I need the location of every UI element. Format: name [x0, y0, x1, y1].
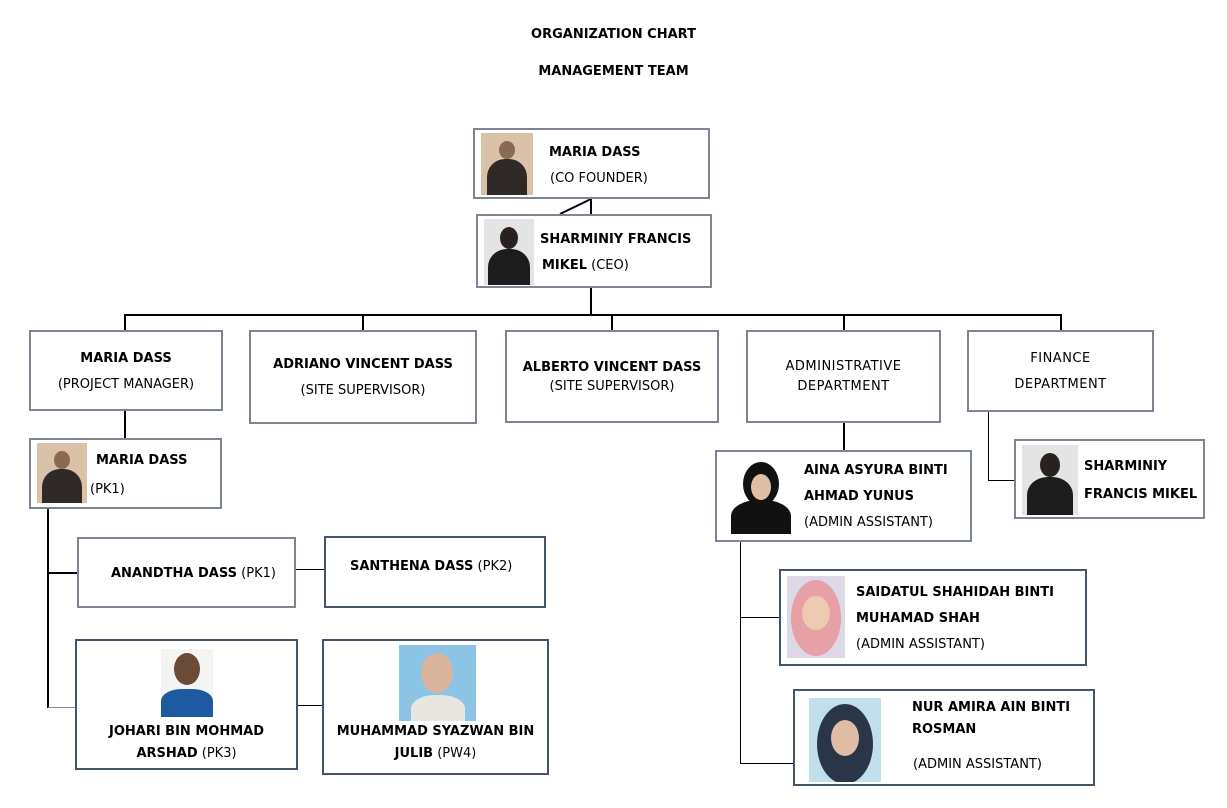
- node-co-founder[interactable]: MARIA DASS (CO FOUNDER): [473, 128, 710, 199]
- node-administrative-department[interactable]: ADMINISTRATIVE DEPARTMENT: [746, 330, 941, 423]
- node-pk1-maria[interactable]: MARIA DASS (PK1): [29, 438, 222, 509]
- node-finance-department[interactable]: FINANCE DEPARTMENT: [967, 330, 1154, 412]
- node-saidatul[interactable]: SAIDATUL SHAHIDAH BINTI MUHAMAD SHAH (AD…: [779, 569, 1087, 666]
- avatar-photo: [161, 649, 213, 717]
- node-anandtha[interactable]: ANANDTHA DASS (PK1): [77, 537, 296, 608]
- avatar-photo: [787, 576, 845, 658]
- avatar-photo: [37, 443, 87, 503]
- avatar-photo: [729, 460, 793, 534]
- avatar-photo: [481, 133, 533, 195]
- avatar-photo: [809, 698, 881, 782]
- node-alberto[interactable]: ALBERTO VINCENT DASS (SITE SUPERVISOR): [505, 330, 719, 423]
- node-ceo[interactable]: SHARMINIY FRANCIS MIKEL (CEO): [476, 214, 712, 288]
- chart-title: ORGANIZATION CHART: [531, 27, 696, 42]
- node-syazwan[interactable]: MUHAMMAD SYAZWAN BIN JULIB (PW4): [322, 639, 549, 775]
- node-project-manager[interactable]: MARIA DASS (PROJECT MANAGER): [29, 330, 223, 411]
- avatar-photo: [1022, 445, 1078, 515]
- node-santhena[interactable]: SANTHENA DASS (PK2): [324, 536, 546, 608]
- node-johari[interactable]: JOHARI BIN MOHMAD ARSHAD (PK3): [75, 639, 298, 770]
- node-nur-amira[interactable]: NUR AMIRA AIN BINTI ROSMAN (ADMIN ASSIST…: [793, 689, 1095, 786]
- chart-subtitle: MANAGEMENT TEAM: [538, 64, 689, 79]
- node-finance-sharminiy[interactable]: SHARMINIY FRANCIS MIKEL: [1014, 439, 1205, 519]
- node-aina[interactable]: AINA ASYURA BINTI AHMAD YUNUS (ADMIN ASS…: [715, 450, 972, 542]
- avatar-photo: [484, 219, 534, 285]
- avatar-photo: [399, 645, 476, 721]
- node-adriano[interactable]: ADRIANO VINCENT DASS (SITE SUPERVISOR): [249, 330, 477, 424]
